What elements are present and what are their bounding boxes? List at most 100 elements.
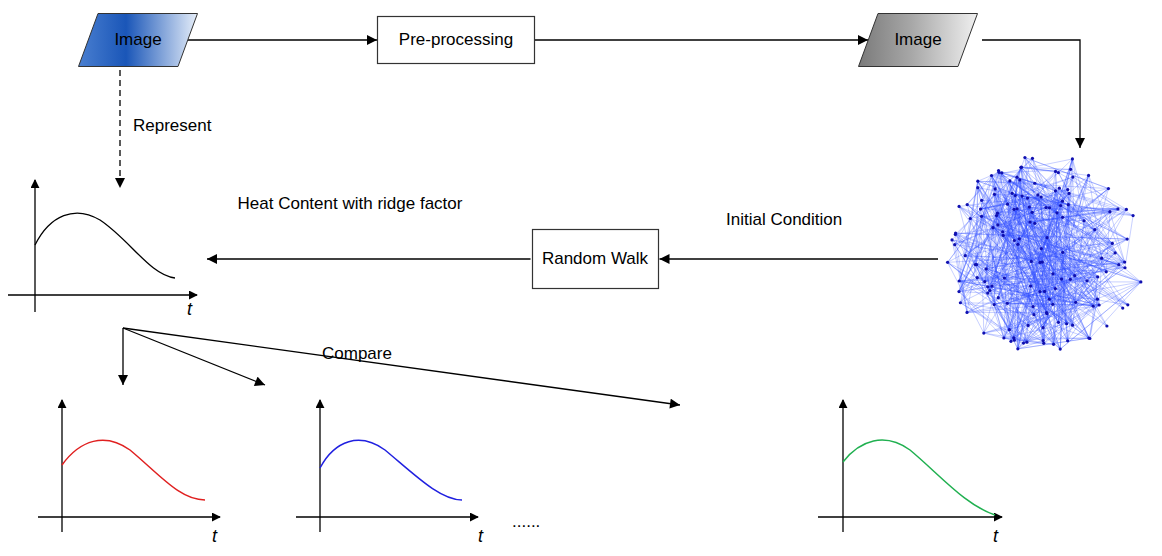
network-graph: [946, 156, 1142, 351]
network-vertex: [993, 193, 996, 196]
network-vertex: [976, 180, 979, 183]
network-link: [1017, 177, 1126, 209]
network-vertex: [965, 311, 968, 314]
node-text-group: Random Walk: [542, 249, 648, 269]
network-vertex: [1114, 251, 1117, 254]
chart-axis: [296, 516, 478, 517]
network-link: [948, 216, 982, 262]
network-vertex: [1096, 275, 1099, 278]
network-vertex: [957, 205, 960, 208]
network-vertex: [966, 203, 969, 206]
network-link: [985, 209, 1118, 282]
network-vertex: [1107, 187, 1110, 190]
network-link: [1018, 249, 1041, 349]
network-vertex: [1015, 176, 1018, 179]
network-vertex: [996, 223, 999, 226]
network-link: [1025, 158, 1109, 189]
network-vertex: [1036, 193, 1039, 196]
network-vertex: [1009, 340, 1012, 343]
network-vertex: [1061, 200, 1064, 203]
node-label: Pre-processing: [399, 30, 513, 50]
network-link: [1011, 159, 1072, 341]
network-vertex: [1006, 203, 1009, 206]
network-vertex: [1051, 272, 1054, 275]
network-vertex: [1059, 348, 1062, 351]
network-vertex: [1048, 298, 1051, 301]
annotation: Heat Content with ridge factor: [232, 192, 468, 215]
network-vertex: [1019, 166, 1022, 169]
node-text-group: Image: [114, 30, 161, 50]
node-label: Image: [114, 30, 161, 50]
network-vertex: [1105, 270, 1108, 273]
network-link: [990, 193, 1069, 290]
network-vertex: [1066, 339, 1069, 342]
network-link: [978, 172, 999, 181]
network-link: [1106, 212, 1110, 272]
network-vertex: [993, 303, 996, 306]
network-vertex: [1060, 277, 1063, 280]
heat-curve: [62, 440, 205, 500]
network-vertex: [1126, 237, 1129, 240]
network-vertex: [1048, 206, 1051, 209]
network-link: [1014, 169, 1071, 338]
network-link: [1043, 304, 1053, 327]
network-link: [1068, 265, 1119, 341]
heat-curve: [320, 440, 462, 500]
parallelogram-outline: [859, 14, 978, 67]
network-vertex: [1061, 216, 1064, 219]
network-vertex: [1000, 171, 1003, 174]
network-vertex: [1046, 236, 1049, 239]
network-vertex: [1012, 208, 1015, 211]
network-link: [1028, 171, 1056, 198]
network-vertex: [1042, 342, 1045, 345]
network-vertex: [1057, 321, 1060, 324]
network-vertex: [1031, 157, 1034, 160]
network-vertex: [1020, 166, 1023, 169]
network-link: [1018, 338, 1089, 349]
network-vertex: [1044, 206, 1047, 209]
data-parallelogram: Image: [858, 13, 978, 67]
represent-arrow: [119, 70, 120, 188]
network-vertex: [1059, 204, 1062, 207]
heat-curve: [843, 440, 995, 515]
network-vertex: [997, 169, 1000, 172]
process-box: Random Walk: [532, 229, 659, 289]
network-vertex: [1041, 326, 1044, 329]
network-vertex: [1008, 179, 1011, 182]
network-link: [1060, 282, 1141, 349]
network-vertex: [1098, 303, 1101, 306]
network-vertex: [986, 285, 989, 288]
network-vertex: [1031, 305, 1034, 308]
network-vertex: [1029, 284, 1032, 287]
network-vertex: [976, 276, 979, 279]
network-vertex: [980, 215, 983, 218]
network-vertex: [1100, 257, 1103, 260]
axis-label: t: [993, 525, 998, 548]
network-link: [959, 281, 1093, 306]
network-vertex: [1040, 195, 1043, 198]
network-vertex: [1105, 324, 1108, 327]
network-vertex: [1116, 207, 1119, 210]
network-vertex: [1111, 242, 1114, 245]
heat-curve: [35, 213, 175, 278]
network-link: [959, 172, 999, 281]
network-link: [965, 191, 1055, 256]
network-vertex: [1058, 187, 1061, 190]
network-link: [1031, 177, 1073, 261]
network-link: [994, 305, 1027, 343]
network-vertex: [1096, 298, 1099, 301]
network-vertex: [953, 243, 956, 246]
network-vertex: [1071, 324, 1074, 327]
axis-label: t: [212, 525, 217, 548]
network-vertex: [1016, 243, 1019, 246]
network-vertex: [1052, 343, 1055, 346]
network-link: [1030, 191, 1055, 222]
network-vertex: [1002, 336, 1005, 339]
network-vertex: [1003, 276, 1006, 279]
network-vertex: [1082, 219, 1085, 222]
node-label: Random Walk: [542, 249, 648, 269]
network-link: [1028, 282, 1141, 325]
axis-label: t: [478, 525, 483, 548]
network-vertex: [1073, 274, 1076, 277]
network-link: [1125, 216, 1133, 268]
